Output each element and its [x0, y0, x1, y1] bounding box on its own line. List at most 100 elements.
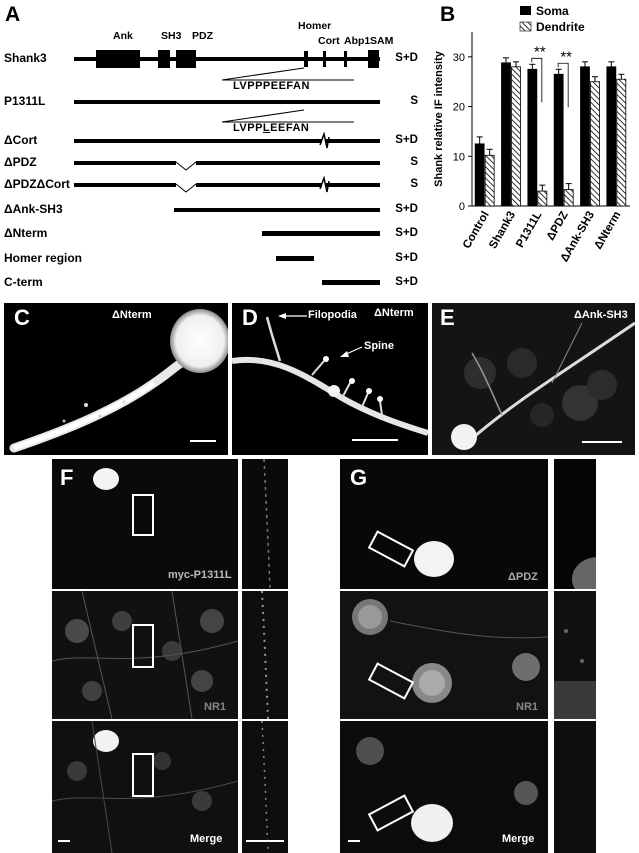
domain-ank-block	[96, 50, 140, 68]
sequence-mutant-substitution: L	[262, 122, 271, 134]
legend-swatch-dendrite	[519, 21, 532, 32]
bar-soma	[553, 73, 564, 207]
construct-localization: S+D	[395, 52, 418, 64]
panel-e-image: E ΔAnk-SH3	[432, 303, 635, 455]
construct-label: ΔPDZ	[4, 155, 37, 169]
construct-label: P1311L	[4, 94, 46, 108]
bar-soma	[580, 66, 590, 207]
legend-swatch-soma	[520, 6, 531, 15]
construct-label: Shank3	[4, 51, 47, 65]
construct-bar	[74, 161, 380, 171]
x-tick-label: ΔNterm	[592, 210, 623, 252]
domain-cort-label: Cort	[318, 35, 340, 47]
panel-g-row3-label: Merge	[502, 833, 535, 845]
y-tick-label: 10	[453, 151, 465, 163]
panel-g-row1-inset	[554, 459, 596, 589]
bar-dendrite	[563, 189, 574, 207]
construct-localization: S+D	[395, 227, 418, 239]
cell-micrograph	[52, 591, 238, 719]
panel-c-image: C ΔNterm	[4, 303, 228, 455]
bar-dendrite	[616, 78, 627, 207]
construct-bar	[74, 100, 380, 104]
x-tick-label: Shank3	[487, 210, 518, 251]
construct-delta-nterm: ΔNterm S+D	[4, 225, 418, 243]
cell-micrograph	[93, 468, 119, 490]
bar-dendrite	[590, 81, 600, 207]
construct-homer-region: Homer region S+D	[4, 250, 418, 268]
domain-sam-block	[368, 50, 379, 68]
construct-label: C-term	[4, 275, 43, 289]
domain-abp1-label: Abp1	[344, 35, 371, 47]
inset-soma-edge	[554, 721, 596, 853]
construct-label: Homer region	[4, 251, 83, 265]
construct-shank3: Shank3 S+D	[4, 50, 418, 68]
domain-pdz-label: PDZ	[192, 30, 213, 42]
y-tick-label: 30	[453, 52, 465, 64]
cell-micrograph	[52, 721, 238, 853]
panel-f-row2: NR1	[52, 591, 238, 719]
construct-localization: S+D	[395, 134, 418, 146]
sequence-mutant-suffix: EEFAN	[270, 122, 310, 134]
panel-g-label: G	[350, 465, 368, 490]
construct-localization: S+D	[395, 276, 418, 288]
cell-micrograph	[356, 737, 538, 842]
inset-dendrite	[261, 721, 269, 853]
construct-localization: S	[410, 178, 418, 190]
panel-g-row1-label: ΔPDZ	[508, 571, 538, 583]
scale-bar	[348, 840, 360, 842]
domain-sh3-block	[158, 50, 170, 68]
domain-abp1-mark	[344, 51, 347, 67]
neuron-micrograph	[232, 313, 428, 436]
panel-a: A Ank SH3 PDZ Homer Cort Abp1 SAM Shank3…	[0, 0, 418, 300]
construct-label: ΔPDZΔCort	[4, 177, 70, 191]
panel-c-label: C	[14, 305, 30, 330]
construct-bar	[262, 231, 380, 236]
cell-micrograph	[352, 599, 548, 703]
construct-c-term: C-term S+D	[4, 274, 418, 292]
domain-pdz-block	[176, 50, 196, 68]
domain-ank-label: Ank	[113, 30, 133, 42]
panel-f-row3: Merge	[52, 721, 238, 853]
domain-cort-mark	[323, 51, 326, 67]
domain-sam-label: SAM	[370, 35, 394, 47]
panel-b-label: B	[440, 3, 456, 26]
significance-marker: **	[534, 43, 546, 60]
bar-dendrite	[537, 190, 548, 207]
inset-dendrite	[261, 591, 269, 719]
bar-soma	[606, 66, 617, 207]
panel-a-label: A	[5, 3, 21, 26]
scale-bar	[352, 439, 398, 441]
significance-bracket	[557, 62, 569, 108]
significance-bracket	[531, 57, 543, 103]
neuron-micrograph	[451, 321, 635, 450]
construct-bar	[322, 280, 380, 285]
cell-micrograph	[414, 541, 454, 577]
construct-delta-pdz: ΔPDZ S	[4, 154, 418, 172]
spine-annotation: Spine	[364, 340, 394, 352]
panel-g-row2: NR1	[340, 591, 548, 719]
panel-f-row1: myc-P1311L	[52, 459, 238, 589]
roi-box	[132, 494, 154, 536]
panel-d-caption: ΔNterm	[374, 307, 414, 319]
scale-bar	[582, 441, 622, 443]
panel-g-row2-label: NR1	[516, 701, 539, 713]
panel-f-label: F	[60, 465, 74, 490]
panel-d-label: D	[242, 305, 258, 330]
scale-bar	[190, 440, 216, 442]
construct-bar	[74, 132, 380, 149]
domain-sh3-label: SH3	[161, 30, 182, 42]
y-tick-label: 20	[453, 102, 465, 114]
panel-g: ΔPDZ G NR1 Merge	[340, 459, 636, 853]
construct-delta-cort: ΔCort S+D	[4, 132, 418, 150]
bar-soma	[501, 62, 511, 207]
panel-e-label: E	[440, 305, 455, 330]
inset-soma-edge	[572, 557, 596, 589]
panel-f-row3-label: Merge	[190, 833, 223, 845]
scale-bar	[58, 840, 70, 842]
legend-label-dendrite: Dendrite	[536, 20, 585, 34]
sequence-mutant: LVPPLEEFAN	[233, 122, 309, 134]
construct-bar	[174, 208, 380, 212]
construct-localization: S	[410, 95, 418, 107]
construct-label: ΔCort	[4, 133, 38, 147]
filopodia-annotation: Filopodia	[308, 309, 357, 321]
